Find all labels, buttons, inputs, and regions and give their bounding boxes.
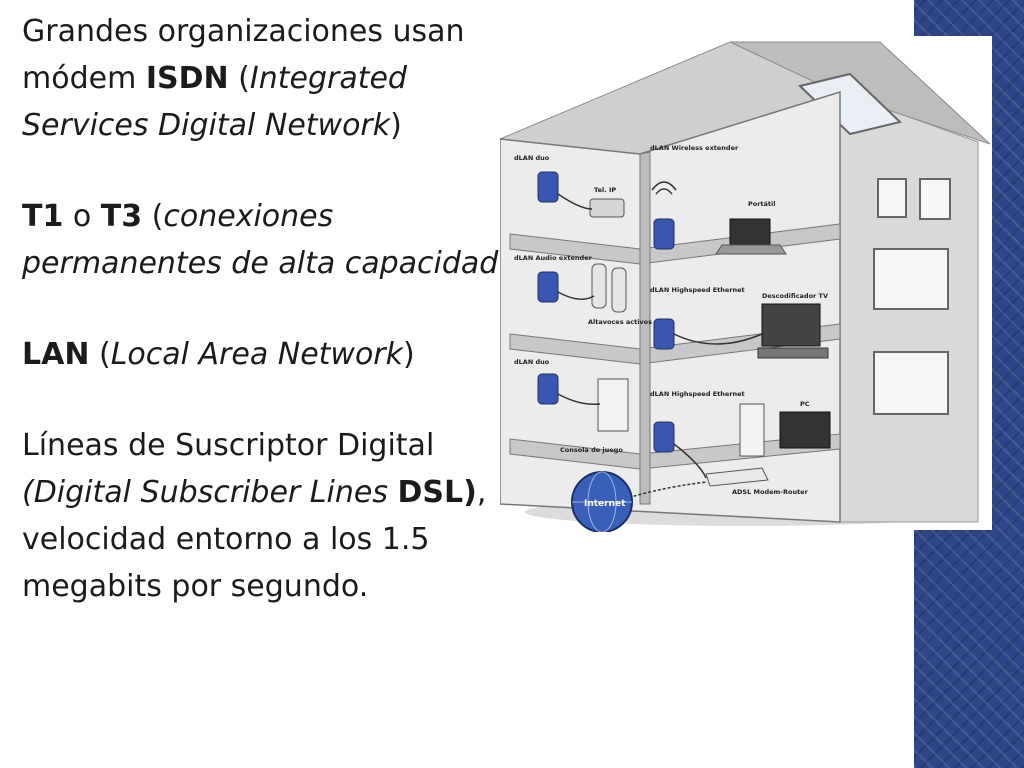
bullet-text-run: T1 [22,199,64,234]
label-highspeed-bottom: dLAN Highspeed Ethernet [650,390,745,398]
label-dlan-duo-bottom: dLAN duo [514,358,550,366]
bullet-text-run: conexiones permanentes de alta capacidad [22,199,499,281]
bullet-item: Grandes organizaciones usan módem ISDN (… [22,8,542,149]
label-highspeed-mid: dLAN Highspeed Ethernet [650,286,745,294]
label-wireless-extender: dLAN Wireless extender [650,144,739,152]
bullet-text-run: ( [89,337,111,372]
bullet-text-run: Grandes organizaciones usan módem [22,14,465,96]
bullet-text-run: , velocidad entorno a los 1.5 megabits p… [22,475,487,604]
bullet-text-run: T3 [100,199,143,234]
label-tel-ip: Tel. IP [594,186,616,194]
label-dlan-duo-top: dLAN duo [514,154,550,162]
bullet-text-run: ISDN [145,61,229,96]
bullet-item: LAN (Local Area Network) [22,331,542,378]
bullet-text-run: LAN [22,337,90,372]
bullet-text-run: Local Area Network [110,337,404,372]
label-audio-extender: dLAN Audio extender [514,254,593,262]
house-diagram-svg: dLAN duo Tel. IP dLAN Wireless extender … [500,41,990,532]
bullet-text-run: o [63,199,101,234]
label-internet: Internet [584,499,626,509]
bullet-text-run: Integrated Services Digital Network [22,61,407,143]
label-pc: PC [800,400,810,408]
label-altavoces: Altavoces activos [588,318,652,326]
label-decodificador: Descodificador TV [762,292,828,300]
bullet-text-run: Líneas de Suscriptor Digital [22,428,435,463]
bullet-item: Líneas de Suscriptor Digital (Digital Su… [22,422,542,610]
bullet-text-run: (Digital Subscriber Lines [22,475,398,510]
bullet-text-run: ) [390,108,402,143]
bullet-text-run: ) [403,337,415,372]
label-consola: Consola de juego [560,446,623,454]
bullet-item: T1 o T3 (conexiones permanentes de alta … [22,193,542,287]
label-adsl: ADSL Modem-Router [732,488,809,496]
bullet-text-run: DSL) [397,475,477,510]
bullet-list: Grandes organizaciones usan módem ISDN (… [22,8,542,610]
bullet-text-run: ( [142,199,164,234]
label-portatil: Portátil [748,200,776,208]
house-network-illustration: dLAN duo Tel. IP dLAN Wireless extender … [500,34,990,532]
bullet-text-run: ( [228,61,250,96]
